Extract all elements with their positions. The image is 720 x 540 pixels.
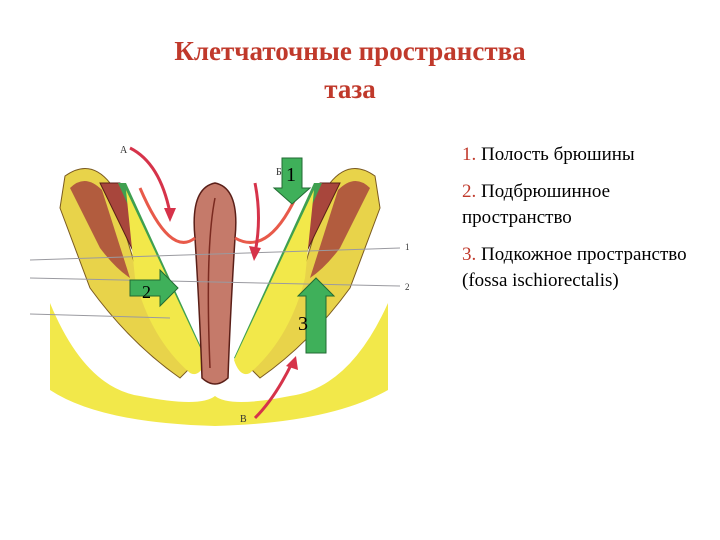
legend-item-1-number: 1. (462, 144, 477, 165)
letter-a: А (120, 145, 128, 156)
legend-item-2: 2. Подбрюшинное пространство (462, 179, 712, 231)
marker-arrow-1 (272, 157, 312, 205)
line-label-1: 1 (405, 242, 410, 252)
pelvis-svg: 1 2 А Б В 1 2 3 (29, 128, 410, 428)
legend: 1. Полость брюшины 2. Подбрюшинное прост… (462, 142, 712, 305)
letter-b: Б (276, 167, 282, 178)
reference-line-2 (29, 277, 401, 287)
legend-item-2-text: Подбрюшинное пространство (462, 181, 611, 228)
legend-item-3: 3. Подкожное пространство (fossa ischior… (462, 242, 712, 294)
approach-arrow-v-head (286, 356, 298, 370)
legend-item-3-text: Подкожное пространство (fossa ischiorect… (462, 244, 687, 291)
marker-arrow-3 (296, 277, 336, 354)
marker-2-label: 2 (142, 282, 151, 302)
legend-item-2-number: 2. (462, 181, 477, 202)
title-line-1: Клетчаточные пространства (174, 36, 526, 66)
line-label-2: 2 (405, 282, 410, 292)
rectum (193, 182, 237, 385)
legend-item-1: 1. Полость брюшины (462, 142, 712, 168)
reference-line-1 (29, 247, 401, 261)
legend-item-1-text: Полость брюшины (481, 144, 635, 165)
right-bone-texture (310, 180, 370, 278)
peritoneum-left (138, 187, 196, 244)
approach-arrow-a-head (164, 208, 176, 222)
pelvis-diagram: 1 2 А Б В 1 2 3 (29, 128, 410, 428)
approach-arrow-b (253, 182, 260, 254)
marker-1-label: 1 (286, 164, 296, 186)
slide-title: Клетчаточные пространства таза (100, 32, 600, 108)
legend-item-3-number: 3. (462, 244, 477, 265)
marker-3-label: 3 (298, 313, 308, 335)
letter-v: В (240, 414, 247, 425)
right-ischiorectal-fat (234, 190, 314, 375)
approach-arrow-b-head (249, 246, 261, 261)
title-line-2: таза (324, 74, 376, 104)
approach-arrow-a (129, 146, 172, 214)
rectum-lumen (207, 197, 216, 369)
subcutaneous-fat-lower (50, 303, 388, 426)
reference-line-3 (29, 313, 171, 319)
approach-arrow-v (253, 362, 294, 420)
left-bone-texture (70, 180, 130, 278)
marker-arrow-2 (129, 268, 179, 308)
